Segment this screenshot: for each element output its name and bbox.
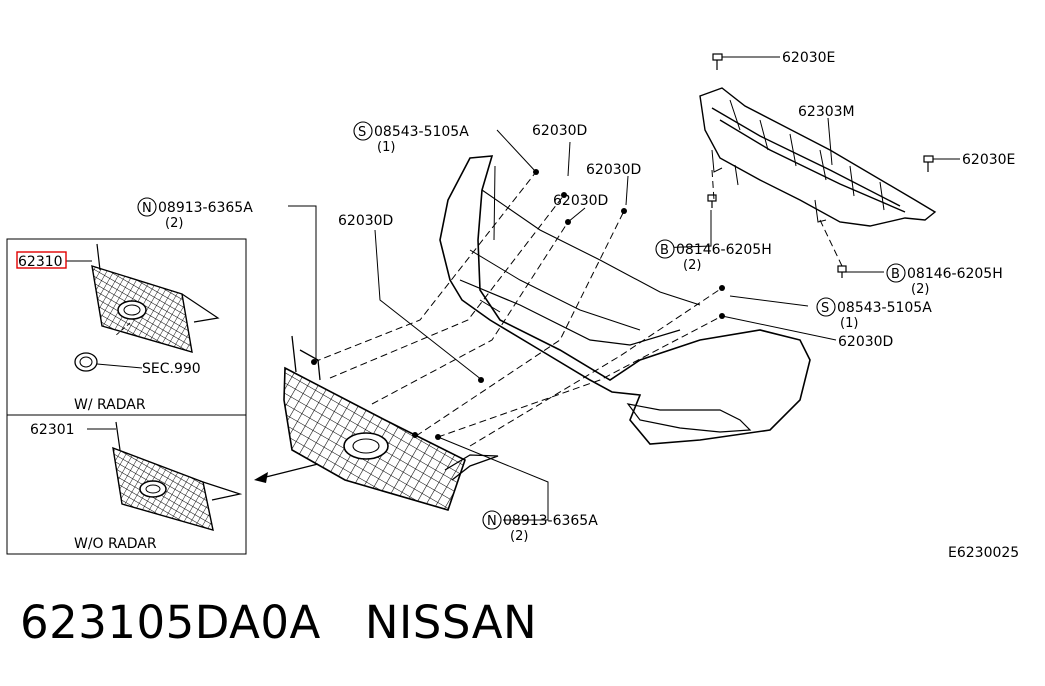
- fastener-b-right: B 08146-6205H (2): [886, 263, 1003, 297]
- inset-grille-with-radar: [66, 243, 220, 372]
- fastener-part: 08543-5105A: [374, 124, 469, 140]
- fastener-qty: (2): [911, 282, 929, 297]
- fastener-symbol: N: [487, 514, 497, 529]
- brand-name: NISSAN: [364, 596, 538, 649]
- callout-62030d-2: 62030D: [586, 162, 641, 178]
- fastener-qty: (1): [840, 316, 858, 331]
- fastener-qty: (2): [510, 529, 528, 544]
- callout-62030e-top: 62030E: [782, 50, 835, 66]
- fastener-s-upper: S 08543-5105A (1): [353, 121, 469, 155]
- inset-grille-without-radar: [87, 421, 243, 531]
- fastener-part: 08543-5105A: [837, 300, 932, 316]
- callout-62030d-1: 62030D: [532, 123, 587, 139]
- diagram-code: E6230025: [948, 545, 1019, 561]
- fastener-part: 08146-6205H: [907, 266, 1003, 282]
- pointer-arrow: [254, 463, 319, 483]
- label-without-radar: W/O RADAR: [74, 536, 157, 552]
- fastener-part: 08913-6365A: [158, 200, 253, 216]
- callout-sec-990: SEC.990: [142, 361, 201, 377]
- highlight-box: [16, 251, 67, 269]
- fastener-part: 08146-6205H: [676, 242, 772, 258]
- leader-lines: [288, 56, 960, 521]
- callout-62030d-3: 62030D: [553, 193, 608, 209]
- upper-bracket: [699, 87, 937, 227]
- callout-62030d-4: 62030D: [338, 213, 393, 229]
- fastener-qty: (2): [683, 258, 701, 273]
- fastener-b-left: B 08146-6205H (2): [655, 239, 772, 273]
- fastener-symbol: S: [358, 125, 366, 140]
- fastener-part: 08913-6365A: [503, 513, 598, 529]
- fastener-symbol: B: [891, 267, 900, 282]
- callout-62301: 62301: [30, 422, 75, 438]
- callout-62030e-right: 62030E: [962, 152, 1015, 168]
- callout-62303m: 62303M: [798, 104, 855, 120]
- fastener-s-lower: S 08543-5105A (1): [816, 297, 932, 331]
- label-with-radar: W/ RADAR: [74, 397, 146, 413]
- fastener-symbol: N: [142, 201, 152, 216]
- fastener-symbol: S: [821, 301, 829, 316]
- fastener-n-upper: N 08913-6365A (2): [137, 197, 253, 231]
- main-grille: [283, 335, 499, 511]
- dashed-guides: [313, 169, 843, 447]
- fastener-n-lower: N 08913-6365A (2): [482, 510, 598, 544]
- inset-frames: [6, 238, 247, 555]
- callout-62030d-5: 62030D: [838, 334, 893, 350]
- callout-62310: 62310: [18, 254, 63, 270]
- fastener-symbol: B: [660, 243, 669, 258]
- part-number: 623105DA0A: [20, 596, 321, 649]
- part-caption: 623105DA0A NISSAN: [20, 596, 537, 649]
- bumper-fascia: [439, 155, 811, 445]
- fastener-qty: (1): [377, 140, 395, 155]
- fastener-qty: (2): [165, 216, 183, 231]
